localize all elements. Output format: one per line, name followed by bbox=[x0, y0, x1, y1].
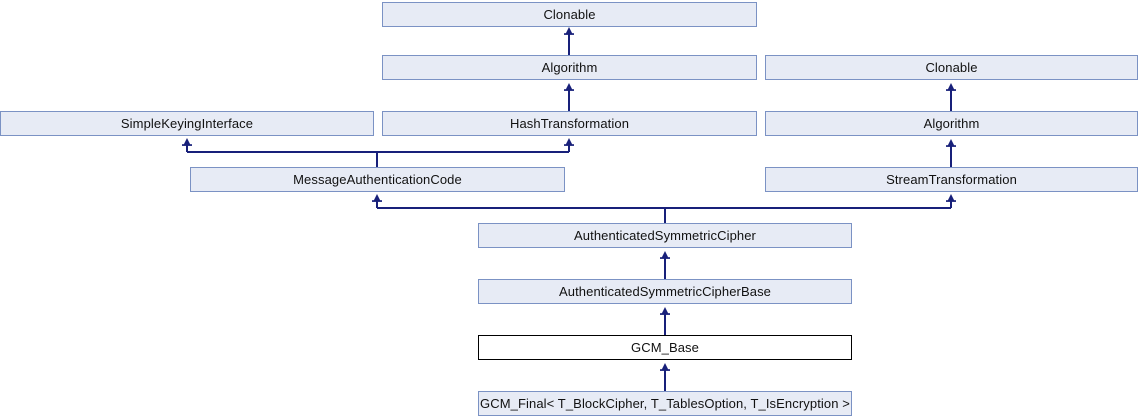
class-node-label: Clonable bbox=[925, 60, 978, 75]
class-node-label: MessageAuthenticationCode bbox=[293, 172, 462, 187]
edge-algorithm-right-to-clonable-right-arrowhead bbox=[946, 83, 956, 91]
class-node-gcm-final[interactable]: GCM_Final< T_BlockCipher, T_TablesOption… bbox=[478, 391, 852, 416]
class-node-label: GCM_Base bbox=[631, 340, 699, 355]
class-node-label: GCM_Final< T_BlockCipher, T_TablesOption… bbox=[480, 396, 850, 411]
edge-stream-transformation-to-algorithm-right-arrowhead bbox=[946, 139, 956, 147]
edge-ascbase-to-asc-arrowhead bbox=[660, 251, 670, 259]
class-node-authenticated-symmetric-cipher[interactable]: AuthenticatedSymmetricCipher bbox=[478, 223, 852, 248]
class-node-gcm-base[interactable]: GCM_Base bbox=[478, 335, 852, 360]
edge-mac-to-hash-transformation-arrowhead bbox=[564, 138, 574, 146]
edge-hash-transformation-to-algorithm-left-arrowhead bbox=[564, 83, 574, 91]
class-node-authenticated-symmetric-cipher-base[interactable]: AuthenticatedSymmetricCipherBase bbox=[478, 279, 852, 304]
edge-gcm-final-to-gcm-base-arrowhead bbox=[660, 363, 670, 371]
class-node-algorithm-left[interactable]: Algorithm bbox=[382, 55, 757, 80]
class-node-algorithm-right[interactable]: Algorithm bbox=[765, 111, 1138, 136]
class-node-clonable-right[interactable]: Clonable bbox=[765, 55, 1138, 80]
class-node-stream-transformation[interactable]: StreamTransformation bbox=[765, 167, 1138, 192]
class-node-clonable-top[interactable]: Clonable bbox=[382, 2, 757, 27]
class-node-simple-keying-interface[interactable]: SimpleKeyingInterface bbox=[0, 111, 374, 136]
class-node-label: HashTransformation bbox=[509, 116, 630, 131]
class-node-label: AuthenticatedSymmetricCipher bbox=[574, 228, 756, 243]
class-node-message-authentication-code[interactable]: MessageAuthenticationCode bbox=[190, 167, 565, 192]
class-node-label: Algorithm bbox=[923, 116, 980, 131]
class-node-label: SimpleKeyingInterface bbox=[120, 116, 254, 131]
edge-algorithm-left-to-clonable-top-arrowhead bbox=[564, 27, 574, 35]
class-node-label: Algorithm bbox=[541, 60, 598, 75]
class-node-label: AuthenticatedSymmetricCipherBase bbox=[558, 284, 772, 299]
class-node-label: Clonable bbox=[543, 7, 596, 22]
edge-asc-to-stream-transformation-arrowhead bbox=[946, 194, 956, 202]
edge-asc-to-mac-arrowhead bbox=[372, 194, 382, 202]
edge-mac-to-simple-keying-interface-arrowhead bbox=[182, 138, 192, 146]
edge-gcm-base-to-ascbase-arrowhead bbox=[660, 307, 670, 315]
class-node-hash-transformation[interactable]: HashTransformation bbox=[382, 111, 757, 136]
class-node-label: StreamTransformation bbox=[886, 172, 1017, 187]
